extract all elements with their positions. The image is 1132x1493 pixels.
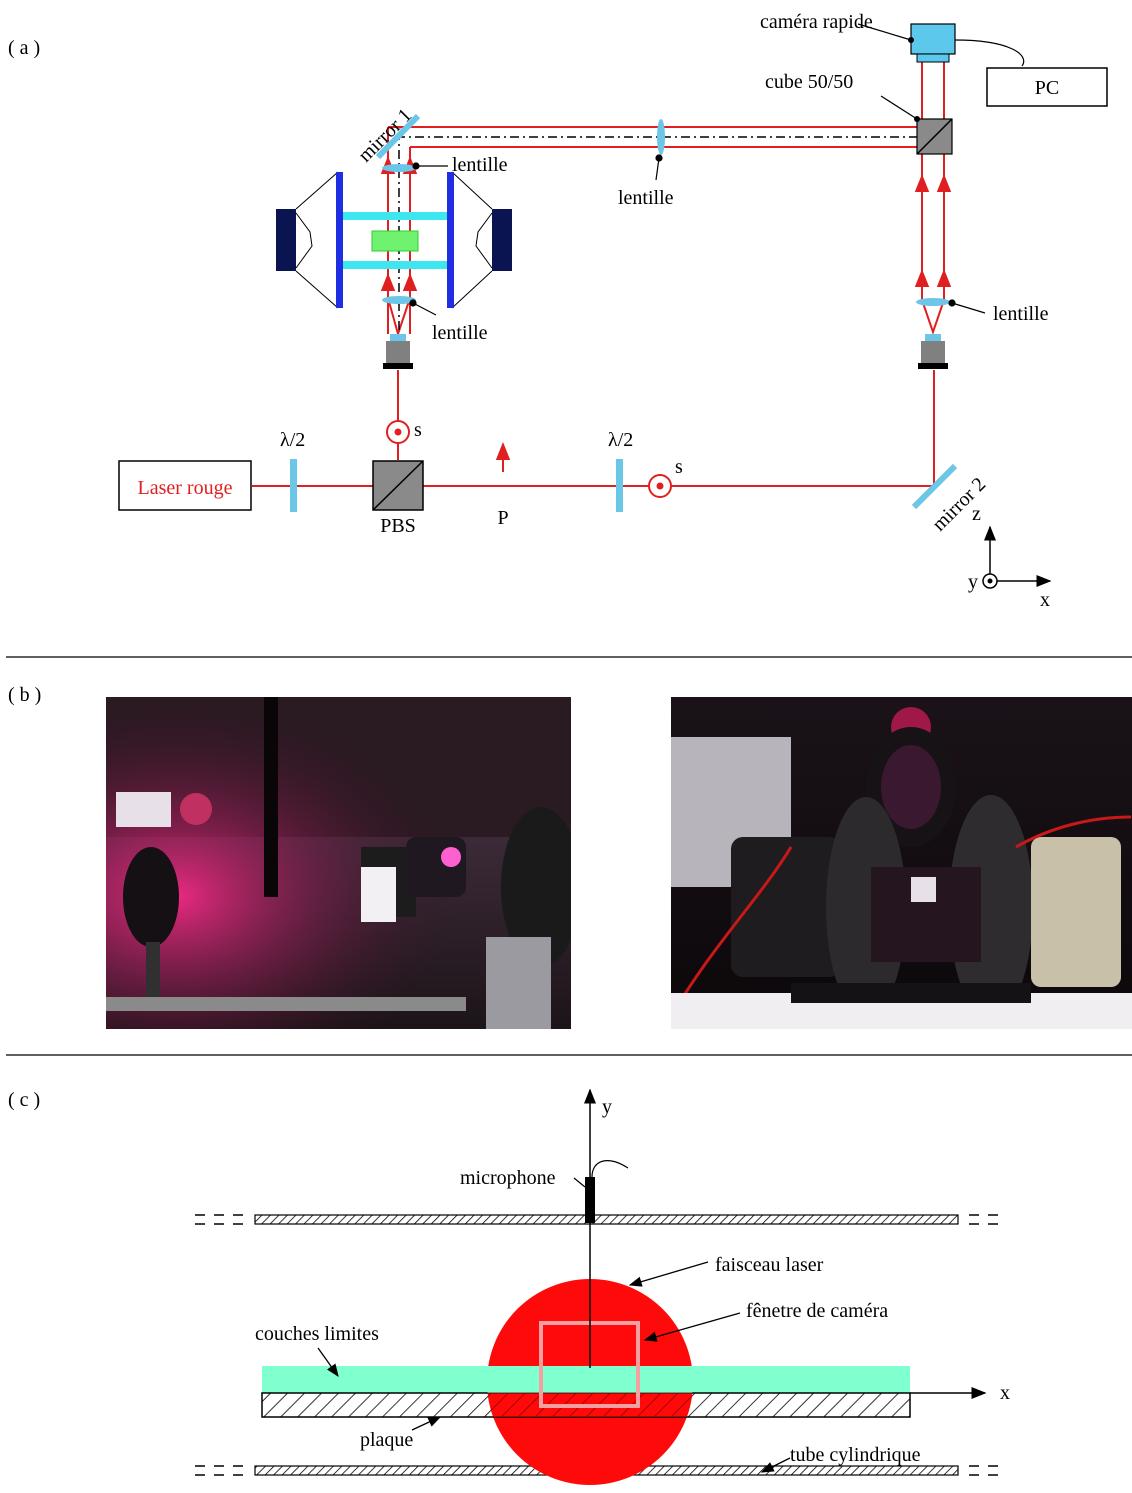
panel-a-label: ( a ): [8, 37, 40, 59]
lens-label-top: lentille: [618, 187, 674, 209]
microscope-objective-icon: [383, 334, 413, 369]
microscope-objective-icon: [918, 334, 948, 369]
plate-label: plaque: [360, 1429, 413, 1451]
microphone-leader: [573, 1177, 586, 1188]
half-wave-plate-1: [290, 459, 297, 512]
lens-label-right: lentille: [993, 303, 1049, 325]
plate-leader: [411, 1416, 442, 1431]
camera-leader: [857, 23, 912, 41]
camera-icon: [910, 23, 1025, 67]
mirror-1: [375, 113, 421, 160]
photo-setup-right: [671, 697, 1132, 1029]
half-wave-label-2: λ/2: [608, 429, 633, 451]
boundary-layer-label: couches limites: [255, 1323, 379, 1345]
laser-box: [118, 460, 252, 511]
camera-window-leader: [643, 1312, 741, 1342]
axis-z-label-a: z: [972, 503, 981, 525]
axis-x-label-c: x: [1000, 1382, 1010, 1404]
laser-beam-paths: [252, 60, 945, 487]
pol-s-label-1: s: [414, 419, 422, 441]
polarizing-beam-splitter: [372, 460, 424, 511]
half-wave-label-1: λ/2: [280, 429, 305, 451]
panel-b-label: ( b ): [8, 684, 41, 706]
mirror-2: [911, 463, 958, 510]
polarization-s-marker-1: [386, 420, 410, 444]
pol-p-label: P: [497, 507, 508, 529]
axis-x-label-a: x: [1040, 589, 1050, 611]
microphone-icon: [585, 1160, 629, 1223]
pbs-label: PBS: [380, 515, 416, 537]
half-wave-plate-2: [616, 459, 623, 512]
microphone-label: microphone: [460, 1167, 556, 1189]
boundary-layer-leader: [317, 1347, 339, 1378]
lens-left-top: [382, 164, 416, 172]
camera-label: caméra rapide: [760, 11, 873, 33]
lens-label-bottom-left: lentille: [432, 322, 488, 344]
tube-leader: [760, 1457, 791, 1473]
panel-c: ( c ) y x: [8, 1088, 1010, 1485]
lens-top: [657, 119, 665, 155]
lens-left-bottom: [382, 296, 416, 304]
panel-c-label: ( c ): [8, 1089, 40, 1111]
laser-beam-leader: [628, 1261, 709, 1287]
lens-label-top-left: lentille: [452, 154, 508, 176]
beam-splitter-cube: [916, 118, 953, 155]
panel-a: ( a ): [8, 11, 1108, 611]
axes-a: [982, 525, 1052, 589]
lens-right: [916, 298, 950, 306]
tube-label: tube cylindrique: [790, 1444, 921, 1466]
cube-leader: [880, 95, 918, 120]
photo-setup-left: [106, 697, 571, 1029]
pc-box: [986, 67, 1108, 107]
mirror-1-label: mirror 1: [354, 104, 416, 166]
plasma-actuator: [276, 171, 512, 309]
laser-beam-label: faisceau laser: [715, 1254, 824, 1276]
camera-window-label: fênetre de caméra: [746, 1300, 888, 1322]
axis-y-label-c: y: [602, 1096, 612, 1118]
laser-label: Laser rouge: [138, 477, 233, 499]
cube-label: cube 50/50: [765, 71, 853, 93]
beam-direction-arrows: [380, 156, 952, 292]
polarization-s-marker-2: [648, 474, 672, 498]
axis-y-label-a: y: [968, 571, 978, 593]
pc-label: PC: [1035, 77, 1059, 99]
pol-s-label-2: s: [675, 456, 683, 478]
lens-leaders: [409, 154, 986, 316]
tube-wall-top: [195, 1214, 998, 1225]
